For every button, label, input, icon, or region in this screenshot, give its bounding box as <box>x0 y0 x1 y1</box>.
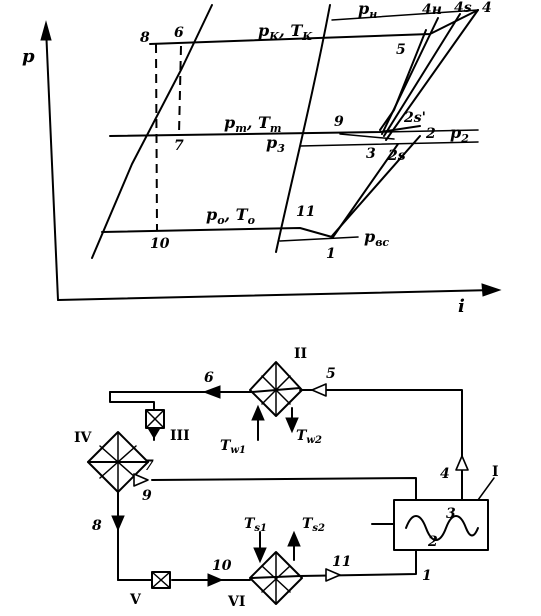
point-4-label: 4 <box>482 0 492 16</box>
compressor-I <box>393 499 489 551</box>
isentropic-5-2s <box>379 29 427 131</box>
point-10-label: 10 <box>150 236 170 252</box>
water-out-arrow-icon <box>285 417 299 434</box>
stream-7-label: 7 <box>144 458 154 474</box>
isobar-p2 <box>383 129 479 133</box>
point-11-label: 11 <box>296 204 315 220</box>
source-out-arrow-icon <box>287 530 301 547</box>
unit-II-label: II <box>294 346 307 362</box>
unit-V-label: V <box>129 592 142 608</box>
water-in-label: Tw1 <box>220 438 246 456</box>
stream-4-label: 4 <box>440 466 450 482</box>
pressure-enthalpy-diagram: p i 8 6 4 4н 4s 5 9 2s' 2 3 2s <box>22 0 502 317</box>
x-axis-arrow-icon <box>481 283 502 297</box>
arrow-8-icon <box>111 515 125 532</box>
arrow-9-icon <box>133 473 149 487</box>
label-p3: p3 <box>266 133 285 155</box>
expansion-8-10 <box>155 43 158 231</box>
compression-3-4s <box>383 13 461 137</box>
source-in-arrow-icon <box>253 547 267 564</box>
pipe-6-expansion <box>109 391 155 411</box>
stream-6-label: 6 <box>204 370 214 386</box>
label-high-pressure: pн <box>358 0 377 21</box>
stream-3-label: 3 <box>446 506 456 522</box>
isobar-intermediate <box>109 125 421 137</box>
arrow-10-icon <box>207 573 224 587</box>
isobar-high <box>331 9 479 21</box>
arrow-7-icon <box>147 427 161 439</box>
unit-VI-label: VI <box>227 594 245 610</box>
isobar-evaporator <box>101 227 333 238</box>
source-in-label: Ts1 <box>244 516 267 534</box>
water-in-arrow-icon <box>251 404 265 421</box>
saturated-vapor-line <box>275 4 331 253</box>
unit-I-label: I <box>492 464 499 480</box>
mixing-9-3 <box>339 133 395 140</box>
isobar-suction <box>279 236 359 242</box>
point-3-label: 3 <box>366 146 376 162</box>
point-2s-label: 2s <box>387 148 406 164</box>
x-axis <box>57 289 495 301</box>
stream-9-label: 9 <box>142 488 152 504</box>
pipe-11-compressor <box>299 549 417 577</box>
compression-1-2s <box>332 143 399 238</box>
unit-III-label: III <box>170 428 190 444</box>
point-4s-label: 4s <box>454 0 472 16</box>
pipe-9-compressor <box>151 477 417 501</box>
stream-11-label: 11 <box>332 554 351 570</box>
arrow-5-icon <box>311 383 327 397</box>
throttle-valve-V <box>151 571 171 589</box>
label-intermediate-pressure: pm, Tm <box>224 113 282 135</box>
evaporator-VI <box>249 551 303 605</box>
arrow-4-icon <box>455 455 469 471</box>
stream-10-label: 10 <box>212 558 232 574</box>
label-p2: p2 <box>450 123 469 145</box>
y-axis-label: p <box>22 46 35 67</box>
water-out-label: Tw2 <box>296 428 322 446</box>
point-1-label: 1 <box>326 246 336 262</box>
point-7-label: 7 <box>174 138 184 154</box>
point-8-label: 8 <box>140 30 150 46</box>
unit-IV-label: IV <box>74 430 93 446</box>
intermediate-vessel-IV <box>87 431 149 493</box>
stream-5-label: 5 <box>326 366 336 382</box>
point-5-label: 5 <box>396 42 406 58</box>
expansion-valve-III <box>145 409 165 429</box>
saturated-liquid-line <box>91 4 213 259</box>
x-axis-label: i <box>458 296 465 317</box>
stream-2-label: 2 <box>427 534 438 550</box>
point-4n-label: 4н <box>422 2 442 18</box>
point-9-label: 9 <box>334 114 344 130</box>
point-2s-prime-label: 2s' <box>403 110 426 126</box>
condenser-unit <box>249 361 303 417</box>
label-suction-pressure: pвс <box>364 227 389 249</box>
y-axis <box>45 27 59 301</box>
arrow-6-icon <box>202 385 221 399</box>
expansion-6-7 <box>178 45 182 135</box>
point-6-label: 6 <box>174 25 184 41</box>
stream-8-label: 8 <box>92 518 102 534</box>
compression-1-2 <box>331 135 421 237</box>
stream-1-label: 1 <box>422 568 432 584</box>
source-out-label: Ts2 <box>302 516 325 534</box>
label-evaporator-pressure: po, To <box>206 205 255 227</box>
heat-pump-schematic: II Tw1 Tw2 III IV <box>74 346 499 610</box>
y-axis-arrow-icon <box>40 20 52 41</box>
unit-I-leader <box>477 477 495 501</box>
arrow-11-icon <box>325 568 341 582</box>
label-condenser-pressure: pК, TК <box>258 21 313 43</box>
isobar-p3 <box>299 141 479 147</box>
pipe-4-5 <box>299 389 463 501</box>
compression-3-4 <box>385 9 479 141</box>
point-2-label: 2 <box>425 126 436 142</box>
